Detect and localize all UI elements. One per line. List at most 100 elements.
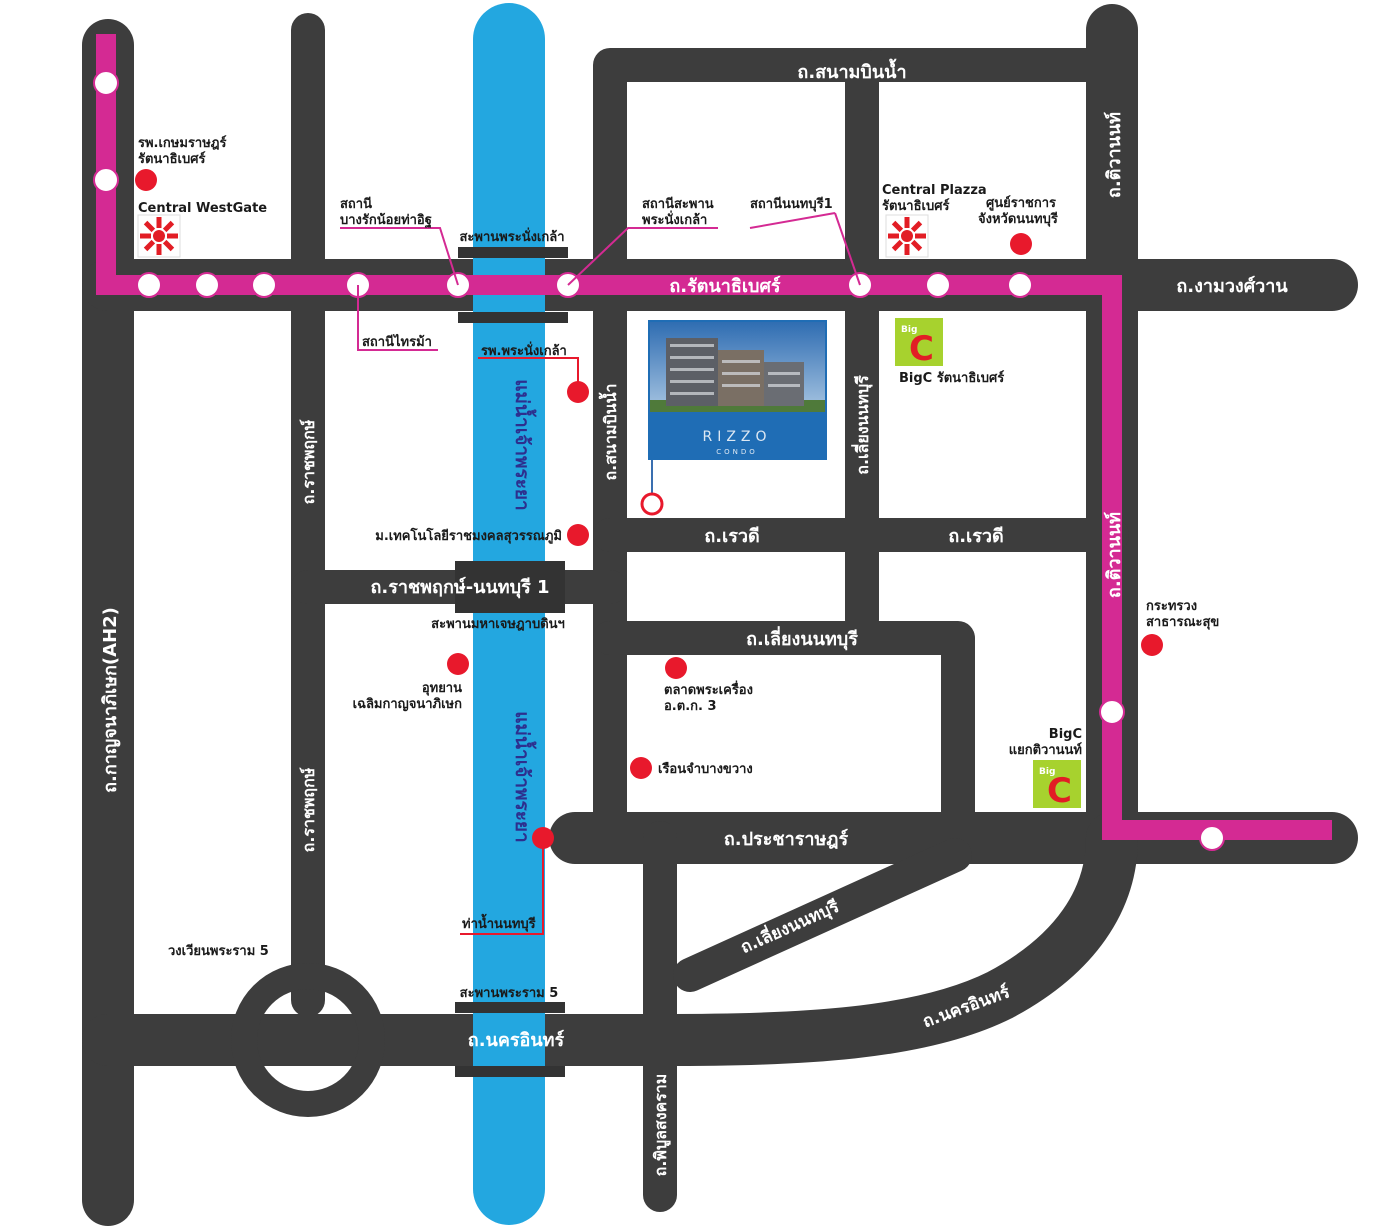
condo-location-marker[interactable] bbox=[640, 492, 664, 516]
station-label-bang-rak-noi-2: บางรักน้อยท่าอิฐ bbox=[340, 212, 432, 229]
leader-bang-rak-noi bbox=[340, 227, 459, 286]
station-label-saphan-1: สถานีสะพาน bbox=[642, 196, 714, 212]
station-marker[interactable] bbox=[136, 272, 162, 298]
station-label-sai-ma: สถานีไทรม้า bbox=[362, 333, 432, 350]
bridge-phra-nang-klao-top bbox=[458, 247, 568, 258]
label-ratchaphruek-nonthaburi: ถ.ราชพฤกษ์-นนทบุรี 1 bbox=[370, 576, 549, 599]
station-marker[interactable] bbox=[194, 272, 220, 298]
poi-dot-pier[interactable] bbox=[532, 827, 554, 849]
station-marker[interactable] bbox=[1199, 825, 1225, 851]
poi-label-kasemrad-1: รพ.เกษมราษฎร์ bbox=[138, 135, 227, 151]
label-liangnonthaburi-h: ถ.เลี่ยงนนทบุรี bbox=[746, 626, 858, 651]
poi-dot-park[interactable] bbox=[447, 653, 469, 675]
purple-line bbox=[93, 34, 1332, 851]
bridge-maha-chesada bbox=[455, 561, 565, 613]
poi-label-bigc-tiwanon-2: แยกติวานนท์ bbox=[1009, 742, 1082, 758]
bridge-label-maha-chesada: สะพานมหาเจษฎาบดินฯ bbox=[431, 617, 565, 632]
poi-label-hospital-pnk: รพ.พระนั่งเกล้า bbox=[481, 341, 567, 359]
condo-name: RIZZO bbox=[702, 429, 771, 445]
roundabout-rama5-ring bbox=[231, 963, 385, 1117]
station-marker[interactable] bbox=[1099, 699, 1125, 725]
poi-label-gov-center-2: จังหวัดนนทบุรี bbox=[978, 211, 1058, 227]
label-nakhonin-main: ถ.นครอินทร์ bbox=[468, 1029, 565, 1051]
poi-label-amulet-2: อ.ต.ก. 3 bbox=[664, 699, 717, 714]
road-liangnonthaburi-diag bbox=[673, 838, 972, 992]
label-ratchaphruek-1: ถ.ราชพฤกษ์ bbox=[299, 419, 318, 504]
central-plaza-logo bbox=[885, 214, 929, 258]
poi-label-central-plaza-1: Central Plazza bbox=[882, 183, 987, 198]
poi-dot-prison[interactable] bbox=[630, 757, 652, 779]
leader-nonthaburi1 bbox=[834, 212, 861, 286]
bridge-label-phra-nang-klao: สะพานพระนั่งเกล้า bbox=[459, 227, 564, 245]
poi-dot-kasemrad[interactable] bbox=[135, 169, 157, 191]
poi-dot-gov-center[interactable] bbox=[1010, 233, 1032, 255]
chao-phraya-river bbox=[473, 3, 545, 1225]
road-nakhonin bbox=[82, 812, 1138, 1066]
label-rewadee-1: ถ.เรวดี bbox=[704, 526, 759, 547]
poi-label-bigc-rattanathibet: BigC รัตนาธิเบศร์ bbox=[899, 370, 1004, 386]
bigc-letter: C bbox=[1047, 771, 1072, 811]
station-marker[interactable] bbox=[93, 70, 119, 96]
bigc-small-text: Big bbox=[901, 325, 917, 335]
poi-label-park-1: อุทยาน bbox=[422, 681, 462, 696]
bridge-rama5-bottom bbox=[455, 1066, 565, 1077]
label-ngamwongwan: ถ.งามวงศ์วาน bbox=[1176, 275, 1288, 297]
poi-label-ministry-2: สาธารณะสุข bbox=[1146, 615, 1219, 630]
label-sanambinnam-mid: ถ.สนามบินน้ำ bbox=[598, 383, 620, 480]
central-westgate-logo bbox=[137, 214, 181, 258]
station-marker[interactable] bbox=[925, 272, 951, 298]
road-labels: ถ.สนามบินน้ำ ถ.ติวานนท์ ถ.รัตนาธิเบศร์ ถ… bbox=[100, 58, 1288, 1176]
bigc-small-text: Big bbox=[1039, 767, 1055, 777]
poi-label-kasemrad-2: รัตนาธิเบศร์ bbox=[138, 151, 205, 167]
poi-label-gov-center-1: ศูนย์ราชการ bbox=[986, 195, 1056, 211]
leader-nonthaburi1-underline bbox=[749, 212, 836, 229]
poi-dot-rmutsb[interactable] bbox=[567, 524, 589, 546]
poi-label-park-2: เฉลิมกาญจนาภิเษก bbox=[353, 697, 462, 712]
bridge-phra-nang-klao-bottom bbox=[458, 312, 568, 323]
poi-dot-ministry[interactable] bbox=[1141, 634, 1163, 656]
label-tiwanon-top: ถ.ติวานนท์ bbox=[1103, 112, 1125, 198]
poi-dot-hospital-pnk[interactable] bbox=[567, 381, 589, 403]
poi-label-bigc-tiwanon-1: BigC bbox=[1049, 727, 1082, 742]
station-label-saphan-2: พระนั่งเกล้า bbox=[642, 210, 707, 228]
station-label-bang-rak-noi-1: สถานี bbox=[340, 196, 372, 212]
bridges bbox=[455, 247, 568, 1077]
condo-subtitle: CONDO bbox=[716, 448, 758, 456]
poi-label-amulet-1: ตลาดพระเครื่อง bbox=[664, 680, 753, 698]
station-label-nonthaburi1: สถานีนนทบุรี1 bbox=[750, 196, 833, 212]
river-body bbox=[473, 3, 545, 1225]
poi-markers bbox=[135, 169, 1163, 849]
station-marker[interactable] bbox=[1007, 272, 1033, 298]
label-phibunsongkhram: ถ.พิบูลสงคราม bbox=[651, 1074, 672, 1177]
leader-pier bbox=[460, 838, 544, 935]
label-kanchanaphisek: ถ.กาญจนาภิเษก(AH2) bbox=[100, 607, 121, 793]
poi-label-central-westgate: Central WestGate bbox=[138, 201, 267, 216]
leader-hospital-pnk bbox=[478, 357, 579, 392]
rizzo-condo-image[interactable]: RIZZO CONDO bbox=[648, 320, 827, 460]
label-rattanathibet: ถ.รัตนาธิเบศร์ bbox=[669, 275, 780, 297]
river-label-top: แม่น้ำเจ้าพระยา bbox=[511, 379, 537, 510]
poi-label-roundabout: วงเวียนพระราม 5 bbox=[168, 943, 269, 959]
bridge-rama5-top bbox=[455, 1002, 565, 1013]
poi-label-pier: ท่าน้ำนนทบุรี bbox=[462, 913, 536, 932]
bigc-letter: C bbox=[909, 329, 934, 369]
label-liangnonthaburi-v: ถ.เลี่ยงนนทบุรี bbox=[851, 375, 873, 475]
station-marker[interactable] bbox=[93, 167, 119, 193]
bigc-tiwanon-logo: Big C bbox=[1033, 760, 1081, 811]
bridge-label-rama5: สะพานพระราม 5 bbox=[460, 986, 559, 1001]
river-label-bottom: แม่น้ำเจ้าพระยา bbox=[511, 711, 537, 842]
label-pracharat: ถ.ประชาราษฎร์ bbox=[724, 828, 849, 850]
poi-label-prison: เรือนจำบางขวาง bbox=[658, 761, 753, 777]
bigc-rattanathibet-logo: Big C bbox=[895, 318, 943, 369]
poi-dot-amulet[interactable] bbox=[665, 657, 687, 679]
road-liangnonthaburi-h bbox=[593, 621, 975, 847]
leader-sai-ma bbox=[357, 285, 438, 351]
station-marker[interactable] bbox=[251, 272, 277, 298]
poi-label-rmutsb: ม.เทคโนโลยีราชมงคลสุวรรณภูมิ bbox=[375, 527, 562, 544]
leader-saphan bbox=[567, 227, 718, 286]
poi-label-central-plaza-2: รัตนาธิเบศร์ bbox=[882, 198, 949, 214]
label-ratchaphruek-2: ถ.ราชพฤกษ์ bbox=[299, 767, 318, 852]
label-rewadee-2: ถ.เรวดี bbox=[948, 526, 1003, 547]
label-sanambinnam-top: ถ.สนามบินน้ำ bbox=[797, 58, 906, 83]
